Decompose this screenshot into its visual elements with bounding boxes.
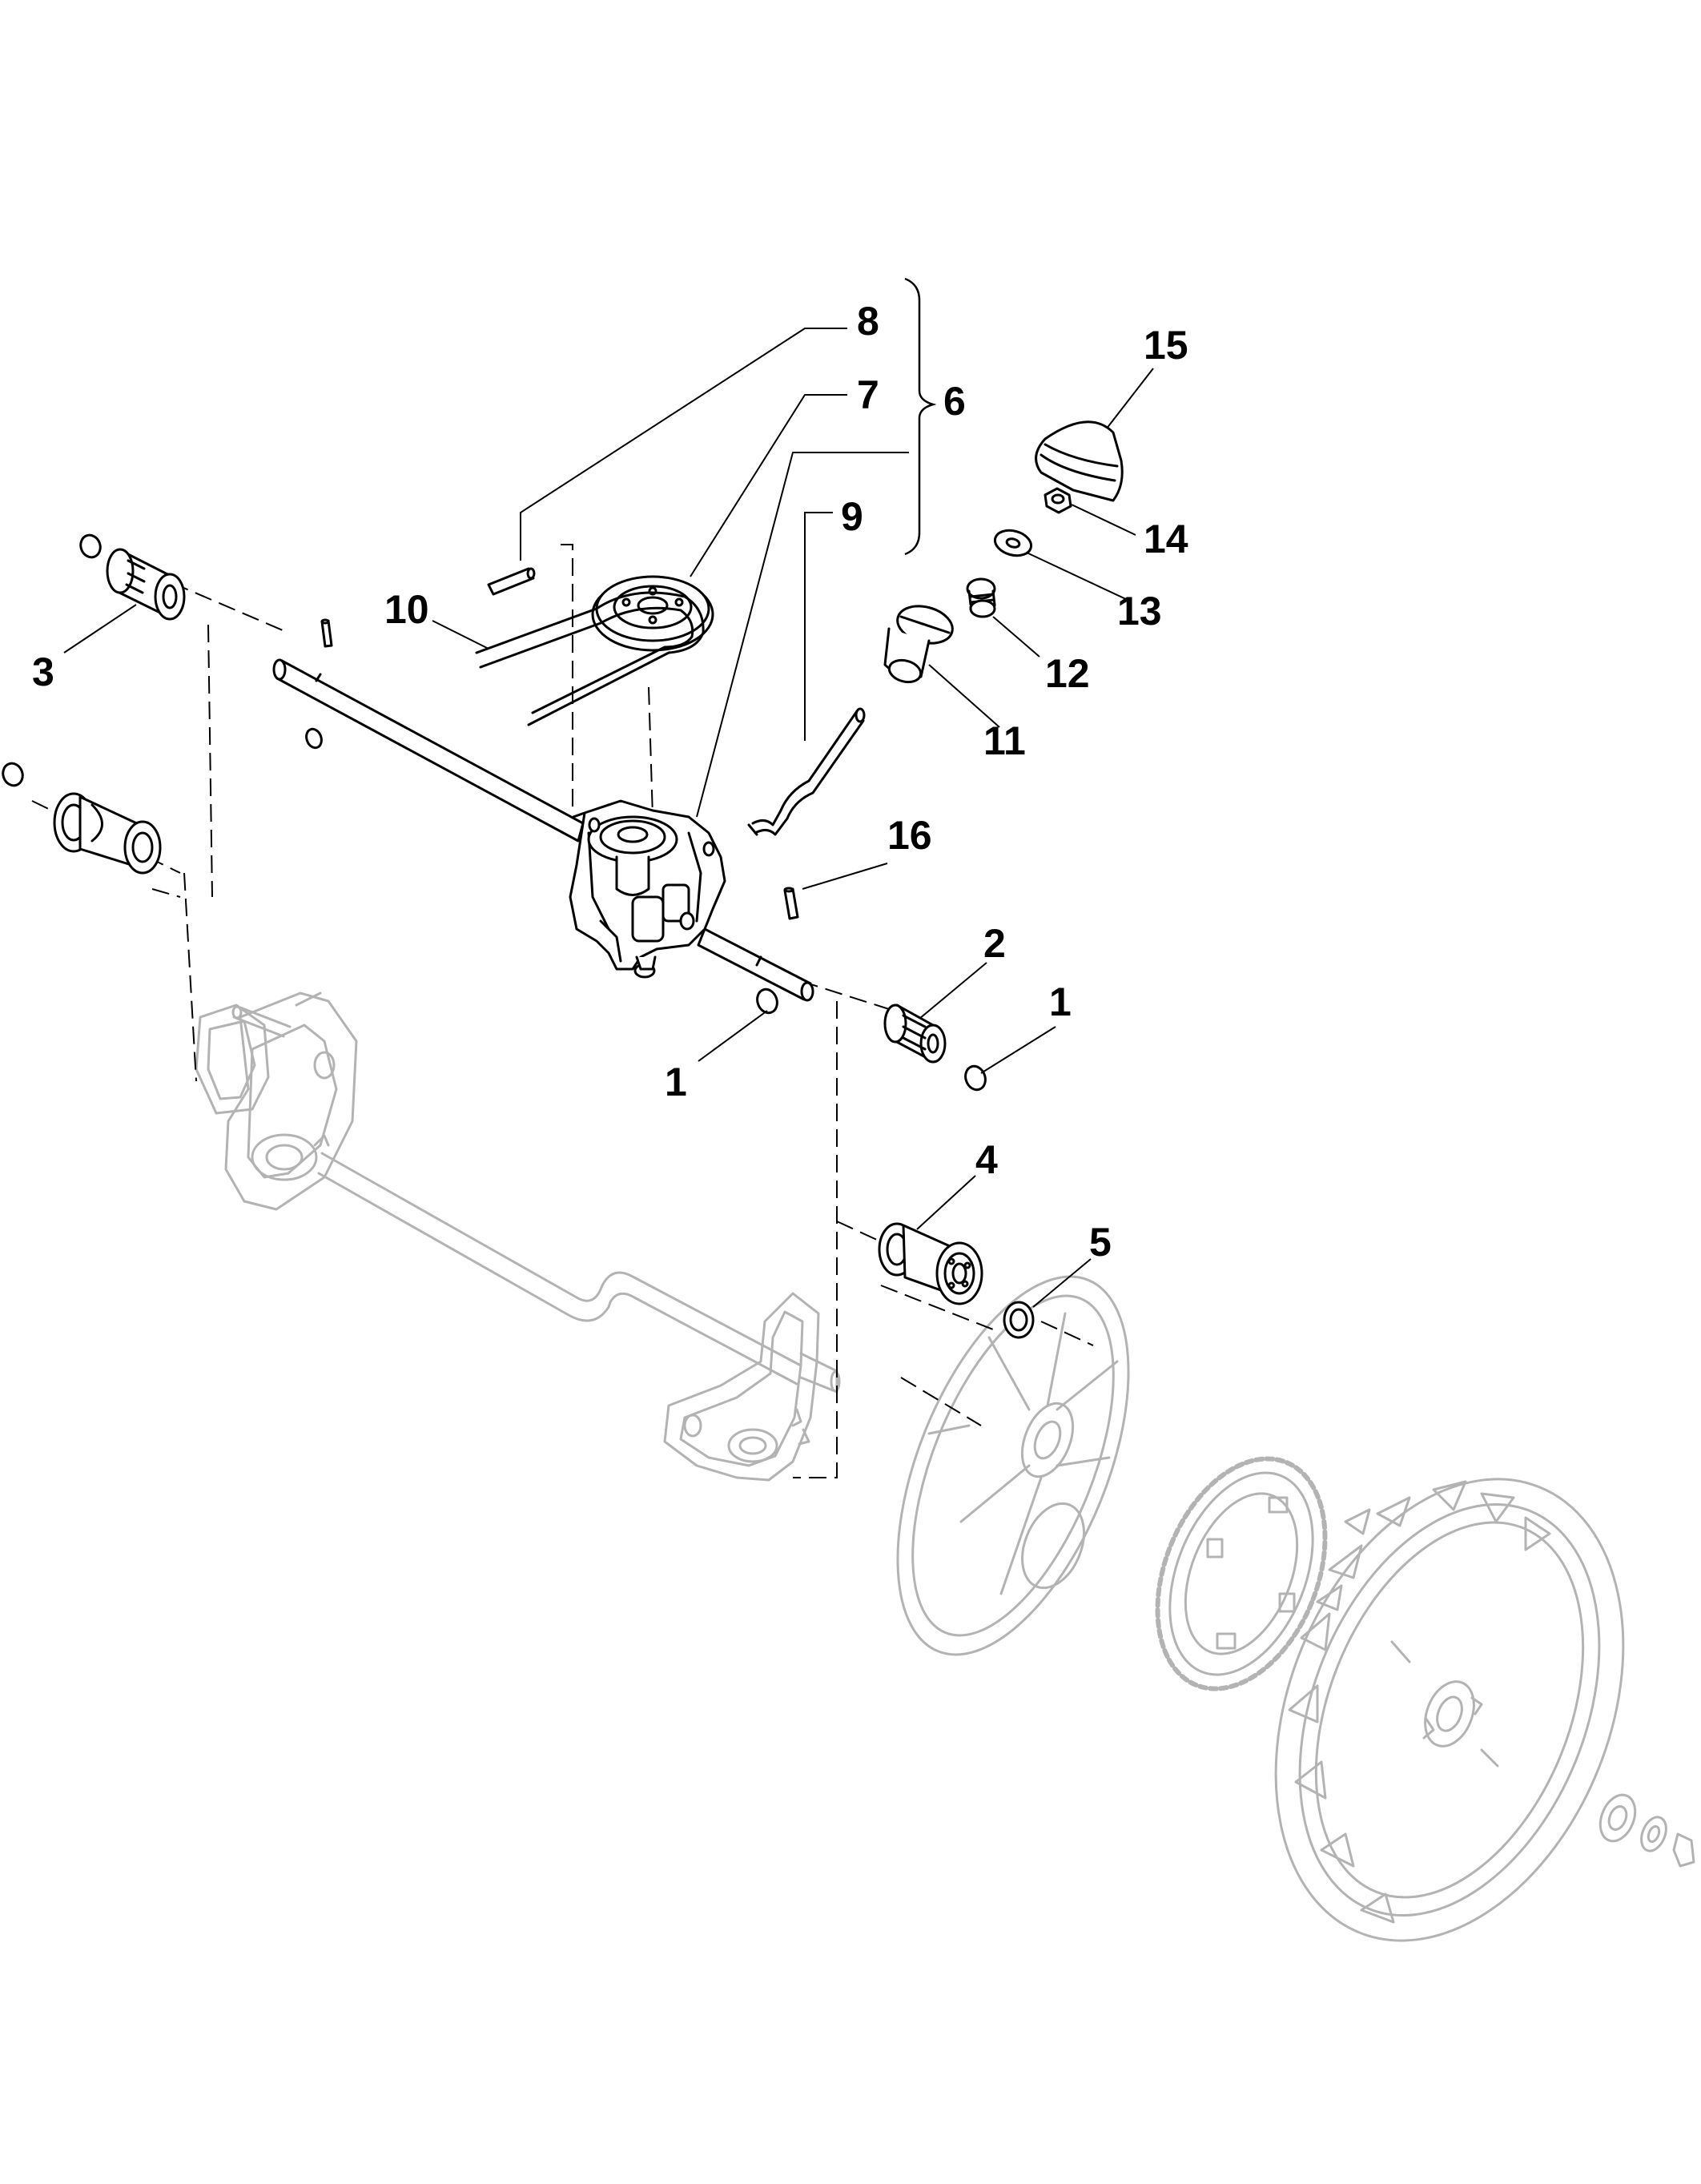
shaft-pin (320, 618, 333, 648)
shaft-circlip (305, 727, 323, 750)
leader-5 (1032, 1258, 1092, 1308)
leader-13 (1026, 552, 1130, 601)
leader-7 (690, 394, 847, 577)
leader-4 (916, 1175, 976, 1230)
leader-lines (63, 328, 1154, 1308)
callout-13: 13 (1117, 589, 1162, 633)
callout-16: 16 (887, 813, 932, 858)
callout-5: 5 (1089, 1220, 1112, 1265)
callout-1a: 1 (665, 1060, 687, 1104)
left-hub-bushing (53, 792, 162, 875)
spring-12 (966, 577, 996, 618)
leader-6-part (696, 452, 909, 818)
washer-5 (1003, 1301, 1035, 1339)
leader-11 (928, 664, 1000, 728)
primary-parts (2, 420, 1124, 1339)
ghost-hub-hardware (1598, 1793, 1695, 1868)
callout-8: 8 (857, 299, 879, 344)
ghost-rear-wheel (1274, 1478, 1625, 1942)
callout-10: 10 (384, 587, 429, 632)
ghost-wheel-cover (896, 1275, 1130, 1656)
callout-11: 11 (983, 718, 1026, 763)
leader-15 (1103, 368, 1154, 433)
callout-9: 9 (841, 494, 863, 539)
callout-15: 15 (1144, 323, 1188, 368)
callout-4: 4 (975, 1137, 998, 1182)
leader-16 (802, 863, 888, 890)
knob-cap-15 (1035, 420, 1124, 502)
leader-9 (804, 512, 833, 741)
leader-10 (432, 620, 489, 650)
leader-14 (1071, 504, 1136, 536)
callout-6: 6 (943, 379, 966, 424)
nut-14 (1044, 487, 1072, 514)
right-hub-bushing-4 (878, 1222, 983, 1305)
circlip-top-left (2, 533, 102, 787)
ghost-right-bracket (663, 1292, 820, 1482)
leader-1b (980, 1026, 1056, 1074)
callout-1b: 1 (1049, 979, 1072, 1024)
knob-bushing-11 (883, 605, 954, 684)
ghost-left-bracket (195, 991, 358, 1211)
leader-12 (992, 616, 1040, 658)
washer-13 (993, 529, 1033, 557)
ghost-tread-blocks (1288, 1480, 1551, 1924)
ghost-context-parts (195, 991, 1695, 1942)
leader-8 (520, 328, 847, 561)
circlips-right (756, 987, 987, 1092)
drive-shaft (272, 658, 814, 1002)
callout-2: 2 (983, 921, 1006, 966)
leader-1a (698, 1010, 768, 1062)
callout-3: 3 (32, 650, 54, 694)
ghost-drive-gear (1155, 1456, 1328, 1691)
callout-12: 12 (1045, 651, 1090, 696)
callout-labels: 8 7 6 9 10 3 15 14 13 12 11 16 2 1 1 4 5 (32, 299, 1188, 1265)
assembly-lines (31, 544, 1094, 1478)
drive-belt (475, 591, 705, 726)
pinion-gear-2 (883, 1004, 947, 1064)
roll-pin-8 (487, 567, 536, 596)
bracket-6 (904, 277, 937, 556)
roll-pin-16 (783, 887, 799, 920)
leader-2 (919, 962, 987, 1020)
callout-14: 14 (1144, 517, 1188, 561)
leader-3 (63, 604, 137, 654)
gearbox (569, 799, 726, 979)
ghost-rear-axle (317, 1152, 841, 1394)
ghost-stub-axle (231, 1005, 292, 1038)
pulley (591, 575, 714, 652)
callout-7: 7 (857, 372, 879, 417)
cable-9 (747, 707, 866, 836)
pinion-gear-3 (106, 548, 186, 621)
